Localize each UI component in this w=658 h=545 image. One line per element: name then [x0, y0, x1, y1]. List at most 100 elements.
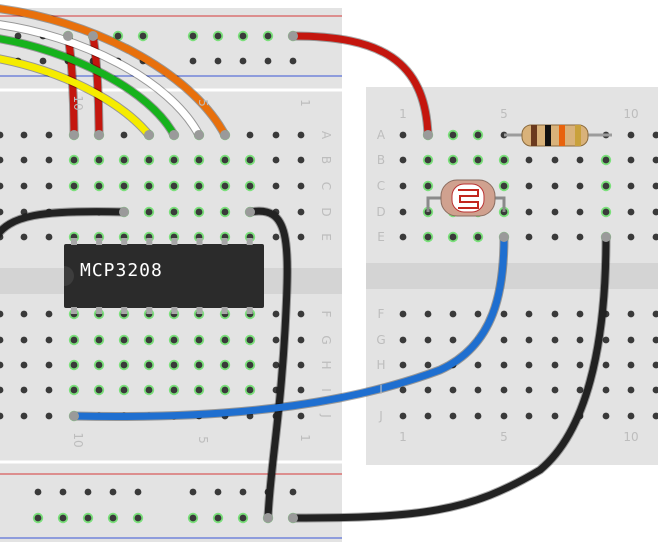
hole — [170, 336, 178, 344]
hole — [221, 208, 229, 216]
row-letter: I — [379, 383, 383, 397]
chip-pin — [146, 238, 153, 245]
hole — [45, 156, 53, 164]
hole — [551, 233, 559, 241]
wire-black-2 — [246, 207, 291, 522]
wire-endpoint — [499, 232, 509, 242]
hole — [652, 412, 658, 420]
hole — [551, 182, 559, 190]
hole — [272, 336, 280, 344]
hole — [95, 386, 103, 394]
hole — [45, 336, 53, 344]
wire-endpoint — [288, 513, 298, 523]
hole — [221, 182, 229, 190]
hole — [474, 131, 482, 139]
hole — [170, 386, 178, 394]
hole — [449, 131, 457, 139]
hole — [652, 156, 658, 164]
hole — [576, 310, 584, 318]
wire-yellow — [0, 55, 153, 139]
wire-endpoint — [245, 207, 255, 217]
hole — [120, 131, 128, 139]
hole — [239, 514, 247, 522]
wire-black-1 — [0, 208, 128, 238]
hole — [195, 182, 203, 190]
hole — [297, 233, 305, 241]
hole — [424, 233, 432, 241]
hole — [602, 412, 610, 420]
hole — [20, 182, 28, 190]
wire-endpoint — [69, 130, 79, 140]
chip-pin — [96, 238, 103, 245]
hole — [424, 310, 432, 318]
hole — [272, 182, 280, 190]
wire-endpoint — [423, 130, 433, 140]
hole — [297, 361, 305, 369]
hole — [0, 386, 4, 394]
hole — [195, 208, 203, 216]
hole — [551, 208, 559, 216]
hole — [474, 156, 482, 164]
hole — [109, 514, 117, 522]
hole — [0, 208, 4, 216]
hole — [525, 208, 533, 216]
wire-endpoint — [263, 513, 273, 523]
hole — [652, 131, 658, 139]
hole — [576, 156, 584, 164]
hole — [424, 361, 432, 369]
bottom-power-rail — [0, 462, 342, 542]
hole — [195, 386, 203, 394]
components: MCP3208 — [64, 124, 612, 314]
hole — [652, 336, 658, 344]
hole — [120, 361, 128, 369]
chip-pin — [221, 238, 228, 245]
hole — [195, 156, 203, 164]
hole — [627, 156, 635, 164]
hole — [20, 208, 28, 216]
column-number: 5 — [500, 107, 508, 121]
hole — [0, 412, 4, 420]
hole — [246, 156, 254, 164]
chip-pin — [171, 307, 178, 314]
hole — [239, 57, 247, 65]
resistor-band — [559, 125, 565, 146]
wire-endpoint — [119, 207, 129, 217]
wire-endpoint — [69, 411, 79, 421]
row-letter: E — [377, 230, 385, 244]
hole — [525, 361, 533, 369]
hole — [239, 32, 247, 40]
hole — [297, 336, 305, 344]
wire-endpoint — [288, 31, 298, 41]
center-channel — [366, 263, 658, 289]
hole — [297, 386, 305, 394]
hole — [134, 514, 142, 522]
hole — [264, 32, 272, 40]
hole — [39, 57, 47, 65]
hole — [246, 182, 254, 190]
hole — [221, 336, 229, 344]
hole — [297, 208, 305, 216]
column-number: 5 — [500, 430, 508, 444]
chip-pin — [121, 238, 128, 245]
hole — [652, 233, 658, 241]
hole — [627, 233, 635, 241]
hole — [500, 156, 508, 164]
hole — [576, 336, 584, 344]
row-letter: D — [319, 207, 333, 216]
hole — [20, 386, 28, 394]
row-letter: G — [319, 335, 333, 344]
hole — [449, 336, 457, 344]
hole — [95, 182, 103, 190]
wire-endpoint — [94, 130, 104, 140]
hole — [45, 233, 53, 241]
row-letter: C — [319, 182, 333, 190]
hole — [424, 386, 432, 394]
hole — [134, 488, 142, 496]
hole — [474, 412, 482, 420]
column-number: 10 — [71, 95, 85, 110]
wire-endpoint — [144, 130, 154, 140]
hole — [145, 208, 153, 216]
column-number: 5 — [196, 99, 210, 107]
